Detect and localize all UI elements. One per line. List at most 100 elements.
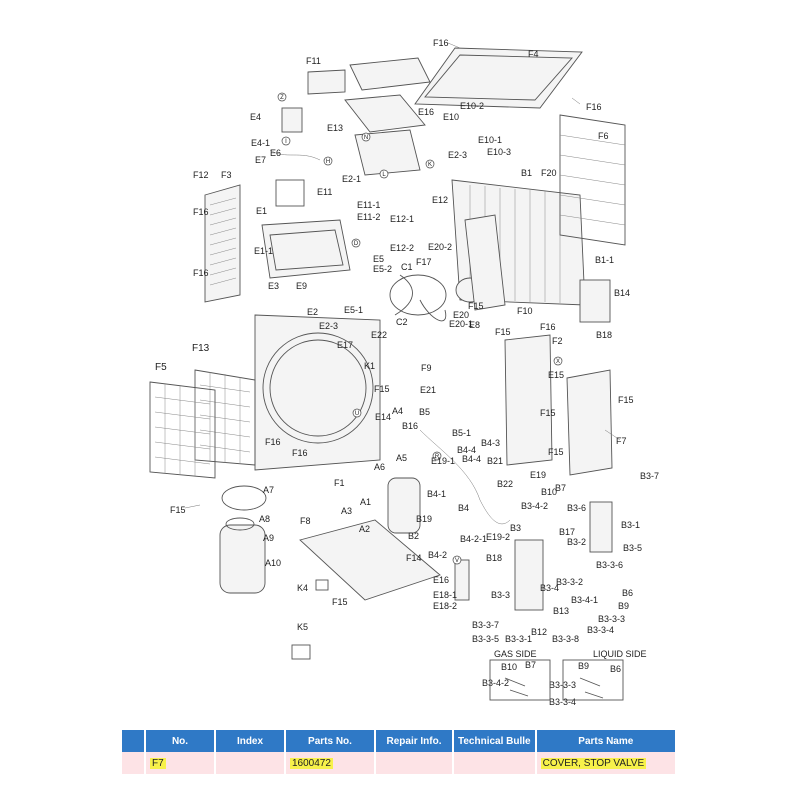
label-b5: B5 xyxy=(419,407,430,417)
label-b10: B10 xyxy=(541,487,557,497)
label-gas-side: GAS SIDE xyxy=(494,649,537,659)
label-f7: F7 xyxy=(616,436,627,446)
label-b14: B14 xyxy=(614,288,630,298)
label-f15: F15 xyxy=(495,327,511,337)
table-header-row: No. Index Parts No. Repair Info. Technic… xyxy=(122,730,678,752)
label-a1: A1 xyxy=(360,497,371,507)
label-f16: F16 xyxy=(292,448,308,458)
label-e2-1: E2-1 xyxy=(342,174,361,184)
col-header-technical-bulletin[interactable]: Technical Bulle xyxy=(453,730,537,752)
part-b14 xyxy=(579,279,611,323)
label-liquid-side: LIQUID SIDE xyxy=(593,649,647,659)
label-e4: E4 xyxy=(250,112,261,122)
label-e11-1: E11-1 xyxy=(357,200,380,210)
label-k1: K1 xyxy=(364,361,375,371)
label-b13: B13 xyxy=(553,606,569,616)
label-f15: F15 xyxy=(332,597,348,607)
cell-parts-no[interactable]: 1600472 xyxy=(285,752,376,774)
label-f15: F15 xyxy=(374,384,390,394)
label-b16: B16 xyxy=(402,421,418,431)
label-f15: F15 xyxy=(548,447,564,457)
label-b3-3-5: B3-3-5 xyxy=(472,634,499,644)
label-e1: E1 xyxy=(256,206,267,216)
label-b3-4-2: B3-4-2 xyxy=(482,678,509,688)
rear-grille-f6 xyxy=(559,114,626,246)
label-f2: F2 xyxy=(552,336,563,346)
label-f16: F16 xyxy=(265,437,281,447)
row-spacer xyxy=(122,752,146,774)
label-b4: B4 xyxy=(458,503,469,513)
label-e14: E14 xyxy=(375,412,391,422)
col-header-repair-info[interactable]: Repair Info. xyxy=(375,730,454,752)
label-b3-3-6: B3-3-6 xyxy=(596,560,623,570)
electrical-box-e1 xyxy=(261,219,351,279)
compressor xyxy=(219,477,421,594)
cell-index xyxy=(215,752,286,774)
label-f15: F15 xyxy=(618,395,634,405)
col-header-parts-name[interactable]: Parts Name xyxy=(535,730,678,752)
label-e10-3: E10-3 xyxy=(487,147,511,157)
label-f5: F5 xyxy=(155,362,167,373)
label-e6: E6 xyxy=(270,148,281,158)
label-f3: F3 xyxy=(221,170,232,180)
control-board-group xyxy=(269,107,421,207)
circle-keys: Z I H N L K D U R V X xyxy=(277,92,563,565)
label-a5: A5 xyxy=(396,453,407,463)
label-e18-2: E18-2 xyxy=(433,601,457,611)
cell-parts-no-value: 1600472 xyxy=(290,757,333,769)
label-f11: F11 xyxy=(306,56,321,66)
label-b10: B10 xyxy=(501,662,517,672)
label-e2-3: E2-3 xyxy=(448,150,467,160)
label-f15: F15 xyxy=(170,505,186,515)
label-e10-2: E10-2 xyxy=(460,101,484,111)
label-e20-1: E20-1 xyxy=(449,319,473,329)
label-e8: E8 xyxy=(469,320,480,330)
label-e20-2: E20-2 xyxy=(428,242,452,252)
label-e2-3: E2-3 xyxy=(319,321,338,331)
label-b4-4: B4-4 xyxy=(462,454,481,464)
fan-assembly xyxy=(389,214,506,322)
label-e10: E10 xyxy=(443,112,459,122)
label-b3-2: B3-2 xyxy=(567,537,586,547)
label-b21: B21 xyxy=(487,456,503,466)
label-a2: A2 xyxy=(359,524,370,534)
label-f13: F13 xyxy=(192,343,210,354)
table-row[interactable]: F7 1600472 COVER, STOP VALVE xyxy=(122,752,678,774)
label-f16: F16 xyxy=(193,207,209,217)
plate-insulation xyxy=(349,57,431,91)
label-b6: B6 xyxy=(622,588,633,598)
label-f14: F14 xyxy=(406,553,422,563)
svg-text:D: D xyxy=(354,241,359,247)
label-b6: B6 xyxy=(610,664,621,674)
label-e13: E13 xyxy=(327,123,343,133)
label-e18-1: E18-1 xyxy=(433,590,457,600)
label-b3-3: B3-3 xyxy=(491,590,510,600)
label-e9: E9 xyxy=(296,281,307,291)
col-header-index[interactable]: Index xyxy=(215,730,286,752)
cell-technical-bulletin xyxy=(453,752,537,774)
label-f16: F16 xyxy=(433,38,449,48)
label-b3-3-2: B3-3-2 xyxy=(556,577,583,587)
label-a7: A7 xyxy=(263,485,274,495)
label-b3-3-8: B3-3-8 xyxy=(552,634,579,644)
label-b4-3: B4-3 xyxy=(481,438,500,448)
svg-text:H: H xyxy=(326,159,330,165)
col-header-parts-no[interactable]: Parts No. xyxy=(285,730,376,752)
label-f9: F9 xyxy=(421,363,432,373)
label-k4: K4 xyxy=(297,583,308,593)
label-b3-3-1: B3-3-1 xyxy=(505,634,532,644)
label-f8: F8 xyxy=(300,516,311,526)
label-a3: A3 xyxy=(341,506,352,516)
label-b22: B22 xyxy=(497,479,513,489)
label-b12: B12 xyxy=(531,627,547,637)
label-b3-6: B3-6 xyxy=(567,503,586,513)
label-b7: B7 xyxy=(555,483,566,493)
cell-no: F7 xyxy=(145,752,216,774)
col-header-no[interactable]: No. xyxy=(145,730,216,752)
label-b3-3-4: B3-3-4 xyxy=(549,697,576,707)
label-a4: A4 xyxy=(392,406,403,416)
label-e15: E15 xyxy=(548,370,564,380)
label-b3-3-7: B3-3-7 xyxy=(472,620,499,630)
label-f12: F12 xyxy=(193,170,209,180)
label-b4-2: B4-2 xyxy=(428,550,447,560)
